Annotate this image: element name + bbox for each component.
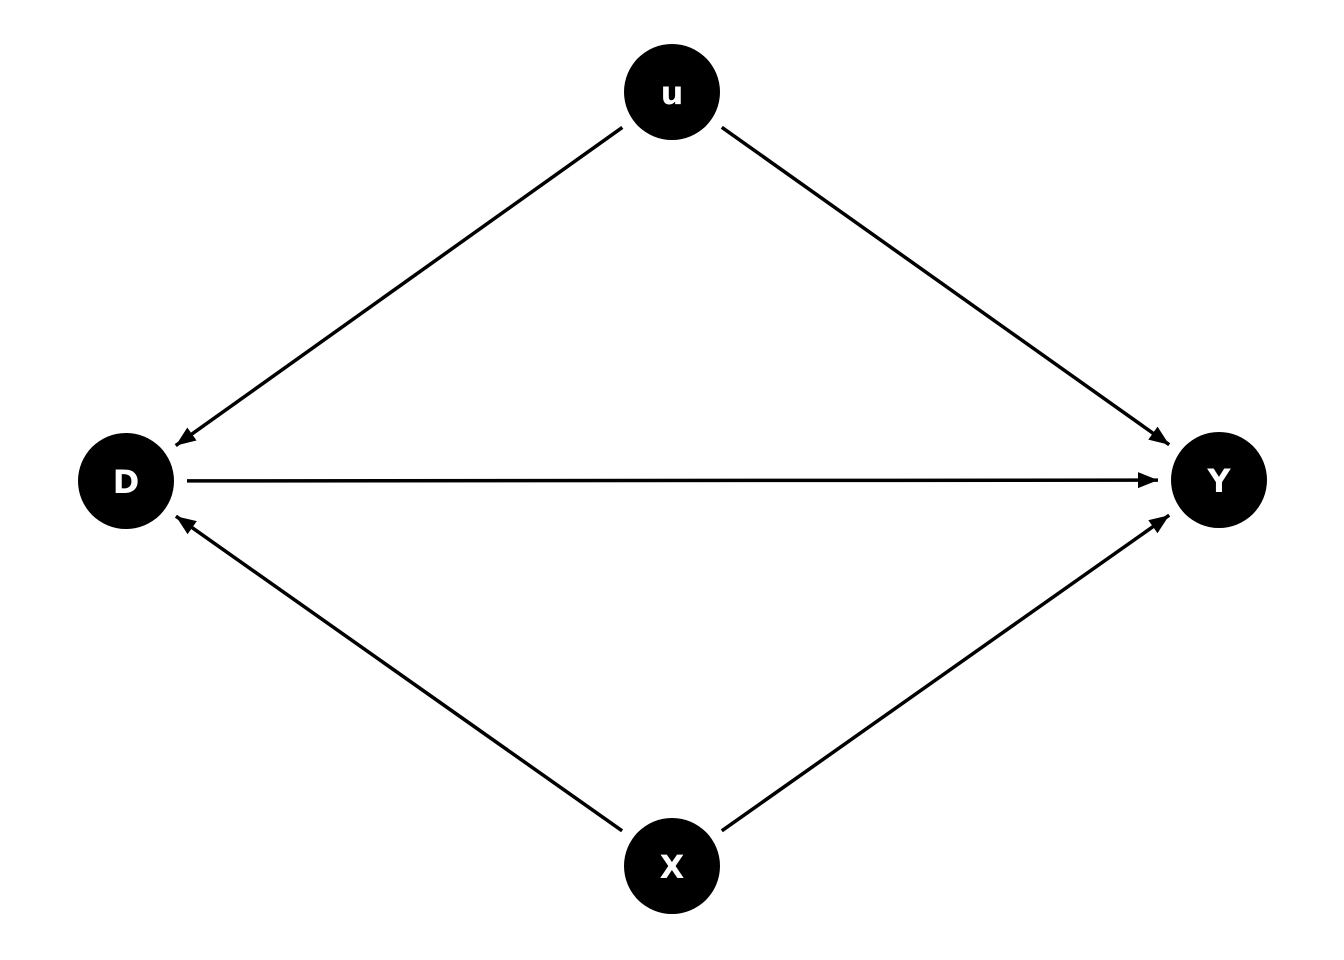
node-Y: Y (1171, 432, 1267, 528)
edges-layer (174, 125, 1171, 833)
node-label-Y: Y (1206, 462, 1231, 500)
node-label-X: X (660, 848, 685, 886)
node-circle-u (624, 44, 720, 140)
edge-u-to-Y (720, 125, 1171, 447)
node-circle-X (624, 818, 720, 914)
node-u: u (624, 44, 720, 140)
node-circle-D (78, 433, 174, 529)
edge-D-to-Y (186, 472, 1159, 489)
node-circle-Y (1171, 432, 1267, 528)
edge-X-to-D (174, 514, 624, 833)
node-X: X (624, 818, 720, 914)
nodes-layer: uD Y X (78, 44, 1267, 914)
edge-X-to-Y (720, 513, 1171, 833)
node-label-u: u (661, 74, 684, 112)
node-D: D (78, 433, 174, 529)
edge-u-to-D (174, 125, 624, 448)
node-label-D: D (113, 463, 140, 501)
